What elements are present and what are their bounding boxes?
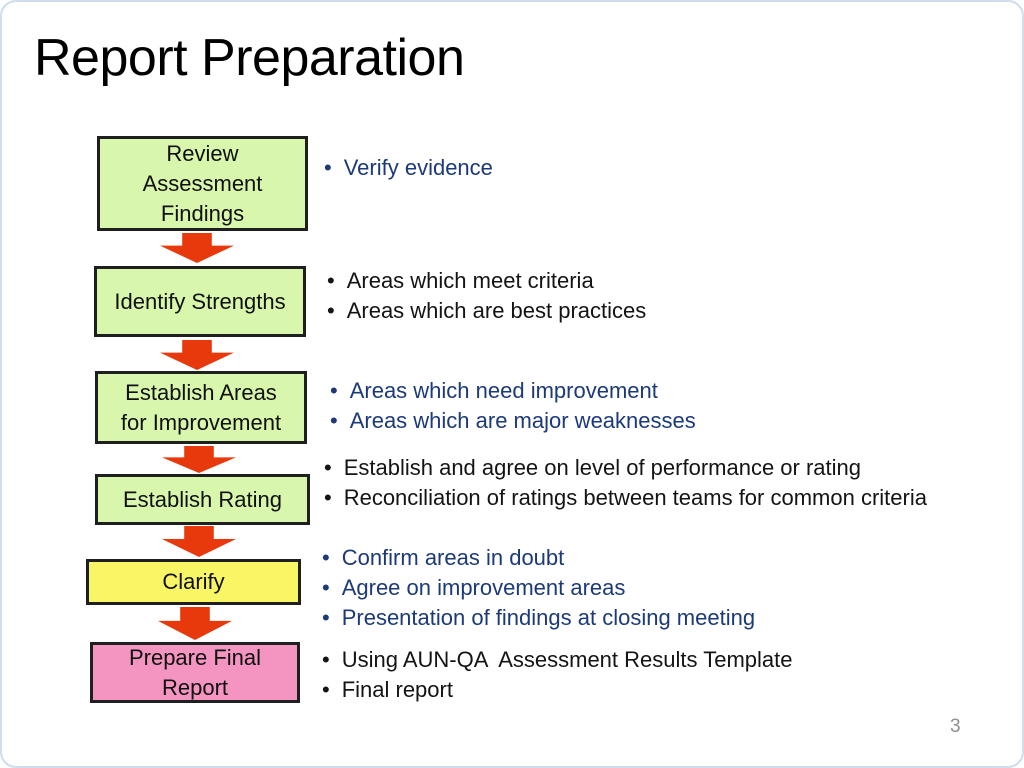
flow-box-label-line: Assessment	[142, 170, 263, 196]
bullet-text: Presentation of findings at closing meet…	[341, 605, 756, 630]
bullet-text: Agree on improvement areas	[341, 575, 626, 600]
slide-title: Report Preparation	[34, 29, 465, 87]
bullet-icon: •	[322, 677, 330, 702]
bullet-text: Establish and agree on level of performa…	[343, 455, 862, 480]
bullet-item: • Areas which are major weaknesses	[330, 406, 696, 436]
bullet-icon: •	[327, 268, 335, 293]
flow-box-prepare-final-report: Prepare Final Report	[90, 642, 300, 703]
flow-box-label-line: Establish Rating	[123, 486, 282, 512]
flow-box-label-line: Review	[166, 140, 239, 166]
down-arrow-icon	[162, 446, 236, 473]
bullet-text: Final report	[341, 677, 453, 702]
down-arrow-icon	[162, 526, 236, 557]
note-group-final-report: • Using AUN-QA Assessment Results Templa…	[322, 645, 792, 705]
flow-box-label-line: Identify Strengths	[114, 288, 286, 314]
bullet-item: • Agree on improvement areas	[322, 573, 755, 603]
bullet-item: • Areas which need improvement	[330, 376, 696, 406]
flow-box-identify-strengths: Identify Strengths	[94, 266, 306, 337]
bullet-text: Verify evidence	[343, 155, 493, 180]
flow-box-label-line: Findings	[160, 200, 245, 226]
note-group-strengths: • Areas which meet criteria • Areas whic…	[327, 266, 646, 326]
flow-box-label-line: Prepare Final	[128, 644, 262, 670]
flow-box-label-line: Report	[161, 674, 229, 700]
bullet-text: Confirm areas in doubt	[341, 545, 565, 570]
down-arrow-icon	[160, 340, 234, 370]
bullet-icon: •	[330, 408, 338, 433]
flow-box-review-assessment-findings: Review Assessment Findings	[97, 136, 308, 231]
flow-box-label-line: for Improvement	[120, 409, 282, 435]
bullet-text: Reconciliation of ratings between teams …	[343, 485, 927, 510]
flow-box-label-line: Establish Areas	[125, 379, 277, 405]
down-arrow-icon	[158, 607, 232, 640]
bullet-item: • Presentation of findings at closing me…	[322, 603, 755, 633]
bullet-item: • Areas which are best practices	[327, 296, 646, 326]
bullet-icon: •	[322, 647, 330, 672]
bullet-icon: •	[322, 605, 330, 630]
bullet-text: Areas which meet criteria	[346, 268, 594, 293]
bullet-item: • Confirm areas in doubt	[322, 543, 755, 573]
flow-box-label-line: Clarify	[162, 569, 225, 594]
bullet-icon: •	[324, 455, 332, 480]
bullet-icon: •	[330, 378, 338, 403]
bullet-item: • Final report	[322, 675, 792, 705]
bullet-text: Areas which need improvement	[349, 378, 658, 403]
bullet-icon: •	[322, 545, 330, 570]
bullet-icon: •	[324, 155, 332, 180]
bullet-icon: •	[322, 575, 330, 600]
bullet-item: • Areas which meet criteria	[327, 266, 646, 296]
down-arrow-icon	[160, 233, 234, 263]
bullet-item: • Establish and agree on level of perfor…	[324, 453, 927, 483]
flow-box-clarify: Clarify	[86, 559, 301, 605]
bullet-text: Areas which are best practices	[346, 298, 647, 323]
bullet-item: • Using AUN-QA Assessment Results Templa…	[322, 645, 792, 675]
note-group-rating: • Establish and agree on level of perfor…	[324, 453, 927, 513]
bullet-item: • Reconciliation of ratings between team…	[324, 483, 927, 513]
note-group-areas: • Areas which need improvement • Areas w…	[330, 376, 696, 436]
flow-box-establish-rating: Establish Rating	[95, 474, 310, 525]
note-group-clarify: • Confirm areas in doubt • Agree on impr…	[322, 543, 755, 633]
note-group-review: • Verify evidence	[324, 153, 493, 183]
bullet-text: Areas which are major weaknesses	[349, 408, 696, 433]
bullet-item: • Verify evidence	[324, 153, 493, 183]
bullet-icon: •	[324, 485, 332, 510]
bullet-text: Using AUN-QA Assessment Results Template	[341, 647, 793, 672]
flow-box-establish-areas-for-improvement: Establish Areas for Improvement	[95, 371, 307, 444]
page-number: 3	[950, 716, 961, 737]
bullet-icon: •	[327, 298, 335, 323]
